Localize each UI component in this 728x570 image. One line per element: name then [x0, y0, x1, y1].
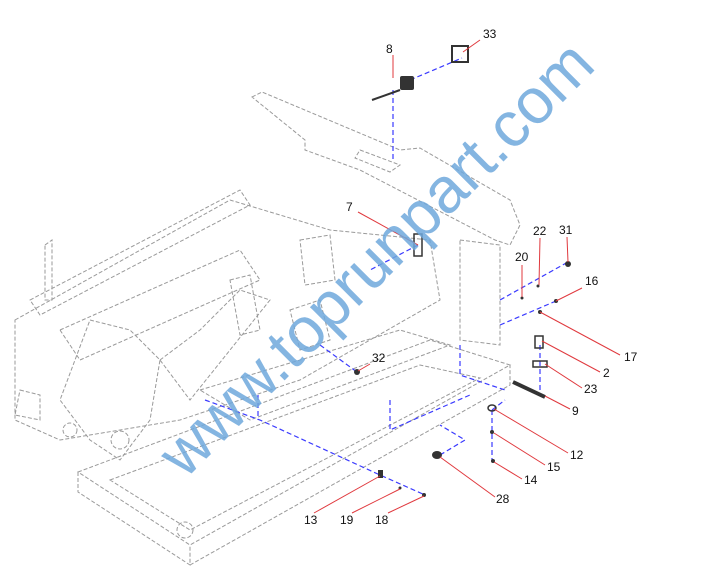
part-2-icon	[534, 335, 544, 349]
callout-7: 7	[346, 200, 353, 214]
top-cover-panel	[251, 91, 521, 246]
callout-15: 15	[547, 460, 561, 474]
part-33-icon	[451, 45, 469, 63]
part-28-icon	[432, 451, 442, 459]
callout-22: 22	[533, 224, 547, 238]
chassis-frame	[14, 189, 501, 539]
assembly-leader-lines	[204, 57, 569, 496]
callout-2: 2	[603, 366, 610, 380]
callout-31: 31	[559, 223, 573, 237]
part-7-icon	[413, 233, 423, 257]
base-platform	[76, 339, 512, 566]
callout-12: 12	[570, 448, 584, 462]
part-8-cable-icon	[371, 89, 401, 101]
part-13-icon	[378, 470, 383, 478]
callout-lines	[313, 39, 621, 514]
callout-32: 32	[372, 351, 386, 365]
callout-9: 9	[572, 404, 579, 418]
callout-14: 14	[524, 473, 538, 487]
callout-8: 8	[386, 42, 393, 56]
callout-labels: 33 8 7 22 31 20 16 17 2 23 9 12 15 14 28…	[304, 27, 638, 527]
part-31-icon	[565, 261, 571, 267]
part-19-icon	[398, 486, 402, 490]
part-23-icon	[532, 360, 548, 368]
part-8-icon	[400, 76, 414, 90]
parts	[354, 45, 571, 497]
callout-33: 33	[483, 27, 497, 41]
part-9-icon	[512, 380, 546, 399]
callout-23: 23	[584, 382, 598, 396]
part-12-icon	[487, 404, 497, 412]
callout-20: 20	[515, 250, 529, 264]
callout-19: 19	[340, 513, 354, 527]
part-20-icon	[520, 296, 524, 300]
part-22-icon	[536, 284, 540, 288]
part-15-icon	[490, 430, 494, 434]
callout-18: 18	[375, 513, 389, 527]
callout-17: 17	[624, 350, 638, 364]
watermark: www.toprunpart.com	[143, 27, 607, 491]
callout-16: 16	[585, 274, 599, 288]
callout-13: 13	[304, 513, 318, 527]
callout-28: 28	[496, 492, 510, 506]
